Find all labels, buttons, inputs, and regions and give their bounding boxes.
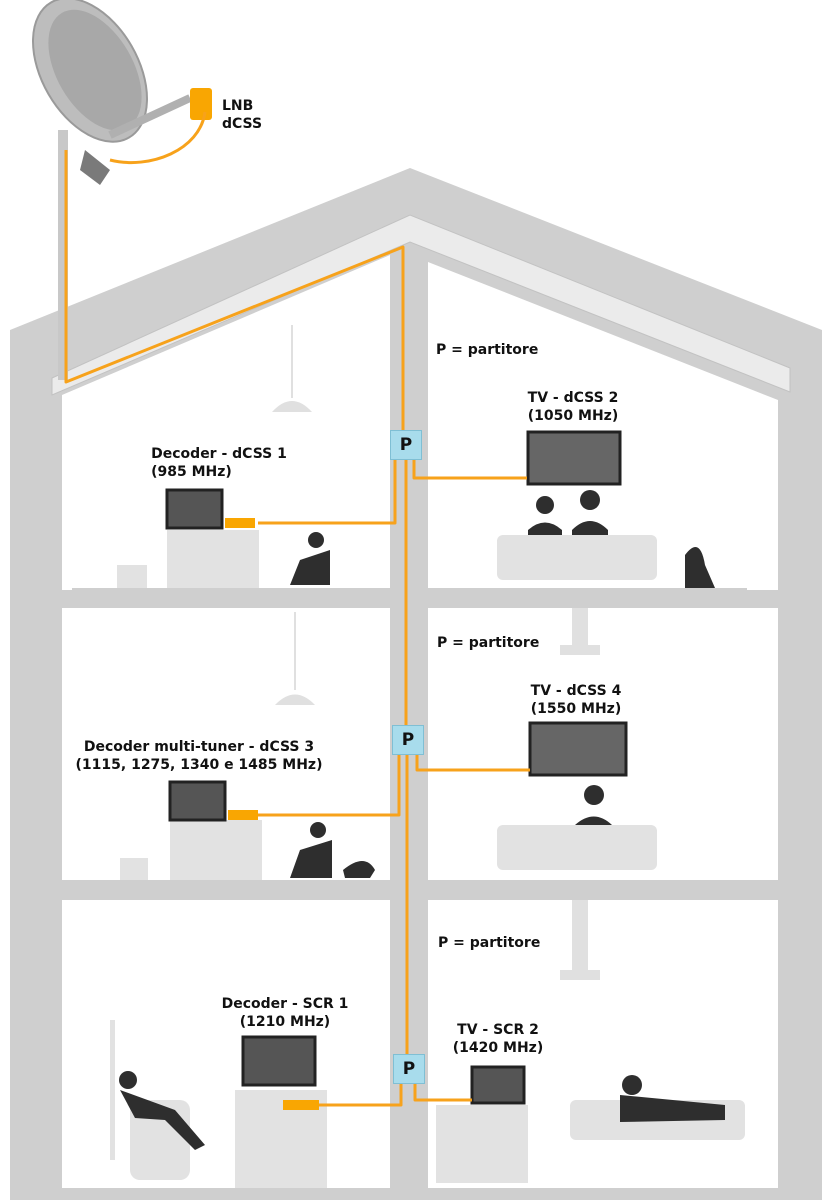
device-frequency: (1420 MHz) [452, 1040, 544, 1056]
device-name: TV - SCR 2 [457, 1022, 539, 1038]
splitter-legend: P = partitore [436, 342, 539, 358]
device-frequency: (1210 MHz) [239, 1014, 331, 1030]
device-name: Decoder multi-tuner - dCSS 3 [83, 739, 315, 755]
cable-floor2-right [415, 753, 530, 772]
tv-screen [241, 1035, 317, 1087]
lnb-icon [190, 88, 212, 120]
splitter-box: P [392, 725, 424, 755]
tv-screen [168, 780, 227, 822]
device-name: Decoder - SCR 1 [221, 996, 349, 1012]
cable-floor3-right [413, 1082, 472, 1102]
cable-riser-main [404, 458, 409, 1054]
floor-slabs [62, 588, 778, 1200]
ceiling-lamps [272, 325, 600, 980]
device-label-decoder-scr1: Decoder - SCR 1 (1210 MHz) [222, 995, 349, 1031]
device-frequency: (1550 MHz) [530, 701, 622, 717]
device-name: TV - dCSS 2 [527, 390, 619, 406]
device-label-decoder-dcss3: Decoder multi-tuner - dCSS 3 (1115, 1275… [76, 738, 323, 774]
device-label-tv-scr2: TV - SCR 2 (1420 MHz) [453, 1021, 543, 1057]
splitter-legend: P = partitore [437, 635, 540, 651]
splitter-box: P [390, 430, 422, 460]
device-label-tv-dcss4: TV - dCSS 4 (1550 MHz) [531, 682, 622, 718]
coax-cables [64, 111, 530, 1107]
device-label-tv-dcss2: TV - dCSS 2 (1050 MHz) [528, 389, 619, 425]
device-name: Decoder - dCSS 1 [151, 446, 287, 462]
splitter-box: P [393, 1054, 425, 1084]
device-frequency: (1050 MHz) [527, 408, 619, 424]
splitter-legend: P = partitore [438, 935, 541, 951]
cable-floor1-left [258, 458, 397, 525]
lnb-line1: LNB [222, 98, 254, 114]
tv-screen [526, 430, 622, 486]
screens [165, 430, 628, 1110]
cable-mast-down [64, 150, 405, 430]
people [119, 490, 725, 1150]
device-frequency: (1115, 1275, 1340 e 1485 MHz) [75, 757, 323, 773]
cable-lnb-to-mast [109, 111, 207, 165]
device-label-decoder-dcss1: Decoder - dCSS 1 (985 MHz) [151, 445, 287, 481]
house-interior [62, 255, 778, 1192]
device-frequency: (985 MHz) [151, 464, 232, 480]
cable-floor2-left [258, 753, 401, 817]
satellite-dish [32, 0, 212, 380]
tv-screen [165, 488, 224, 530]
device-name: TV - dCSS 4 [530, 683, 622, 699]
tv-screen [470, 1065, 526, 1105]
lnb-label: LNB dCSS [222, 97, 262, 133]
lnb-line2: dCSS [222, 116, 263, 132]
cable-floor1-right [412, 458, 527, 480]
cable-floor3-left [319, 1082, 403, 1107]
tv-screen [528, 721, 628, 777]
roof-eaves [51, 214, 791, 396]
